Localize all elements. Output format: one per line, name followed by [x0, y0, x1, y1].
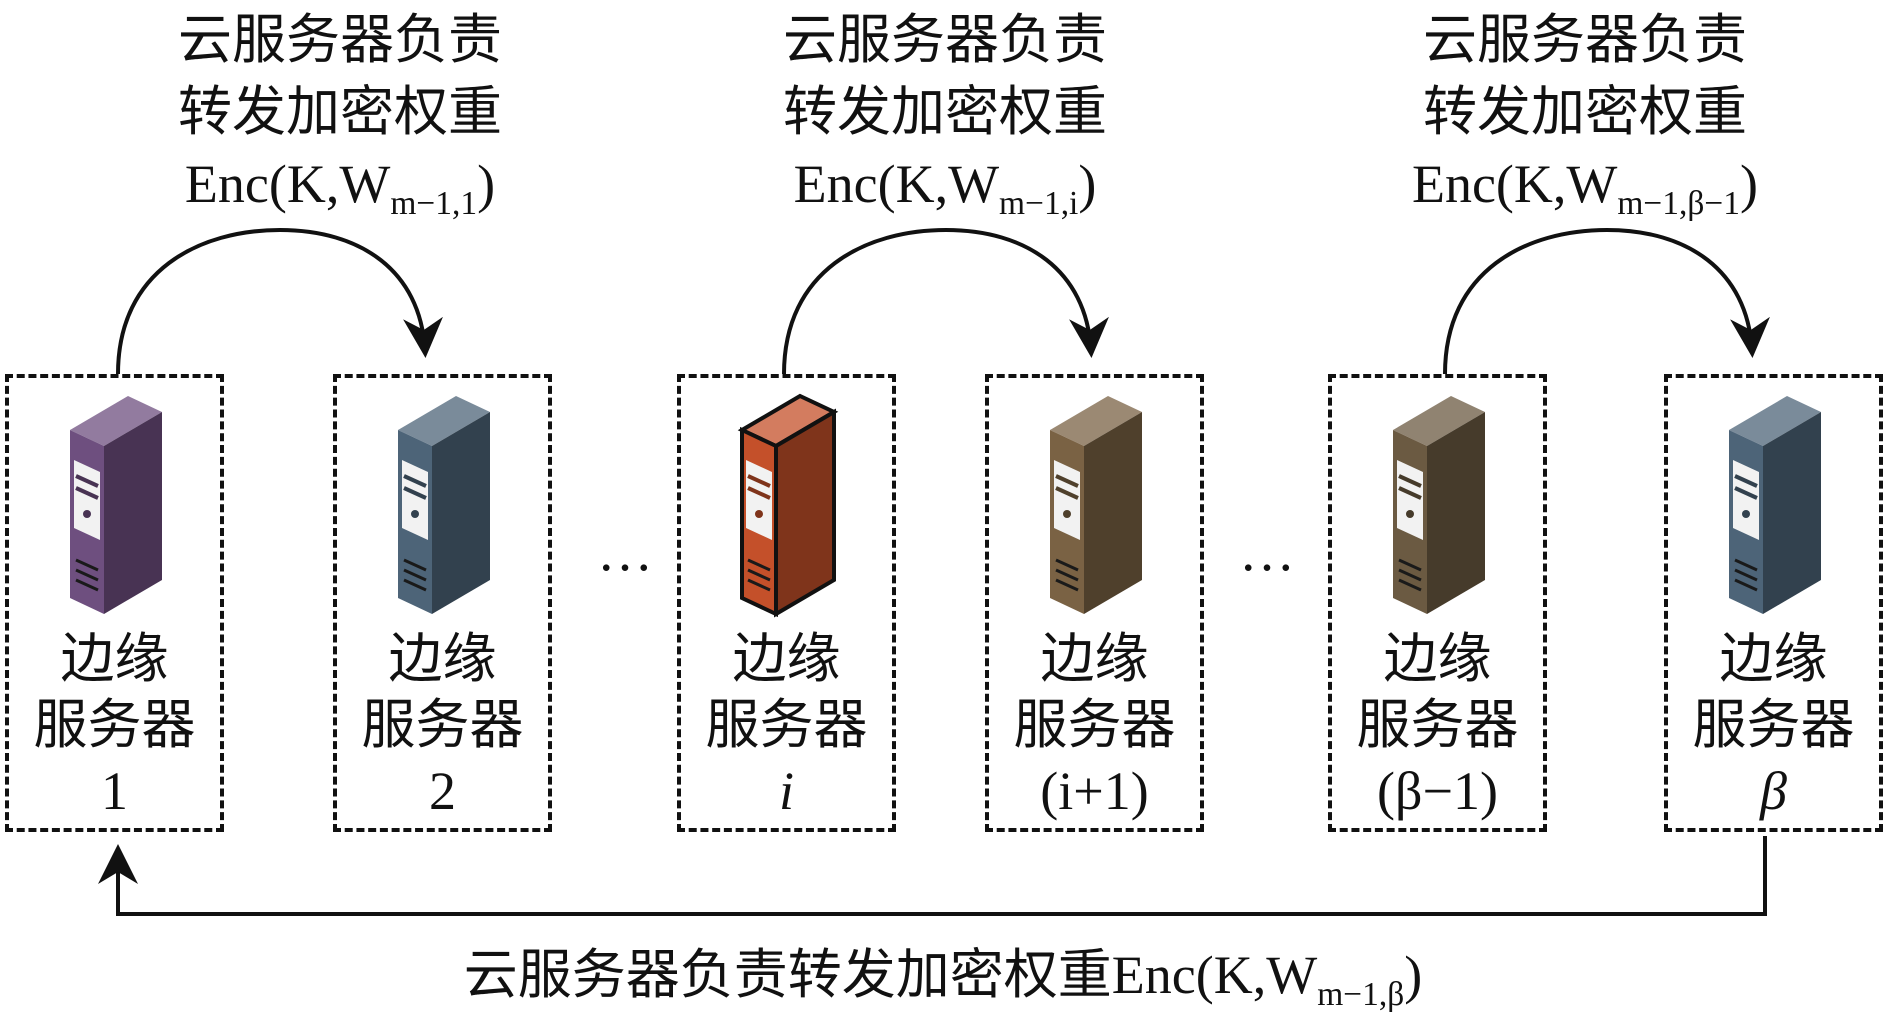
- server-icon: [397, 396, 490, 614]
- top-label-1: 云服务器负责 转发加密权重 Enc(K,Wm−1,1): [130, 4, 550, 240]
- server-icon: [1728, 396, 1821, 614]
- top-label-3: 云服务器负责 转发加密权重 Enc(K,Wm−1,β−1): [1375, 4, 1795, 240]
- edge-server-beta-minus-1: 边缘服务器(β−1): [1328, 374, 1547, 832]
- top-label-2: 云服务器负责 转发加密权重 Enc(K,Wm−1,i): [735, 4, 1155, 240]
- enc-formula: Enc(K,Wm−1,i): [793, 154, 1097, 222]
- top-label-line1: 云服务器负责: [783, 8, 1107, 71]
- server-icon: [1392, 396, 1485, 614]
- enc-formula: Enc(K,Wm−1,β−1): [1411, 154, 1759, 222]
- ellipsis-2: …: [1239, 521, 1299, 583]
- return-arrow-b-to-1: [98, 836, 1767, 916]
- ellipsis-1: …: [597, 521, 657, 583]
- edge-server-i-plus-1: 边缘服务器(i+1): [985, 374, 1204, 832]
- server-label: 边缘服务器(i+1): [1013, 627, 1176, 821]
- forward-arrow-1-to-2: [116, 227, 443, 375]
- server-icon: [69, 396, 162, 614]
- forward-arrow-b1-to-b: [1443, 227, 1770, 375]
- forward-arrow-i-to-i1: [782, 227, 1109, 375]
- top-label-line2: 转发加密权重: [1423, 80, 1747, 143]
- top-label-line2: 转发加密权重: [783, 80, 1107, 143]
- top-label-line1: 云服务器负责: [1423, 8, 1747, 71]
- server-label: 边缘服务器(β−1): [1356, 627, 1519, 821]
- top-label-line2: 转发加密权重: [178, 80, 502, 143]
- enc-formula: Enc(K,Wm−1,1): [184, 154, 496, 222]
- server-icon: [737, 393, 838, 618]
- top-label-line1: 云服务器负责: [178, 8, 502, 71]
- bottom-label: 云服务器负责转发加密权重Enc(K,Wm−1,β): [463, 943, 1423, 1013]
- server-icon: [1049, 396, 1142, 614]
